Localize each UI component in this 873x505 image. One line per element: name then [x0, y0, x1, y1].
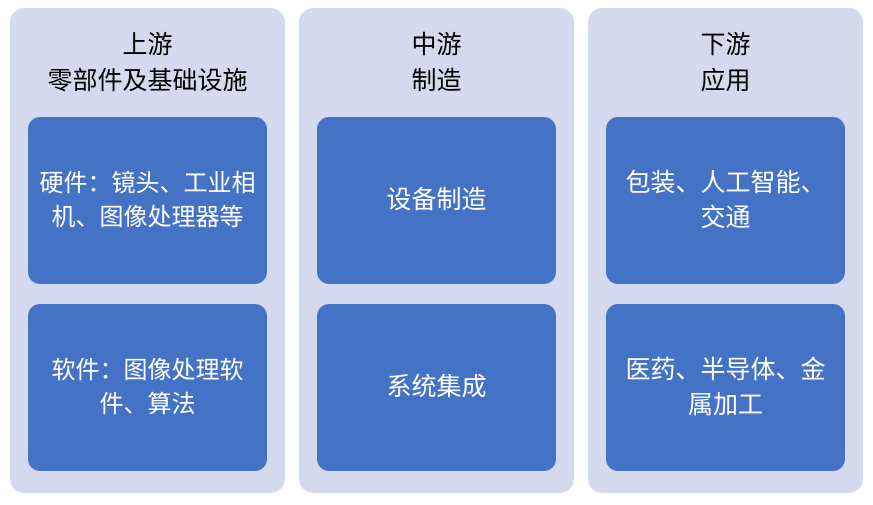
- column-midstream-nodes: 设备制造 系统集成: [317, 103, 556, 471]
- node-applications-a-label: 包装、人工智能、交通: [625, 169, 826, 232]
- column-midstream: 中游 制造 设备制造 系统集成: [299, 8, 574, 493]
- column-upstream-header-line-2: 零部件及基础设施: [47, 66, 248, 95]
- node-software[interactable]: 软件：图像处理软件、算法: [28, 304, 267, 471]
- node-equipment-manufacturing-label: 设备制造: [386, 186, 487, 215]
- column-upstream-header: 上游 零部件及基础设施: [28, 22, 267, 103]
- node-system-integration[interactable]: 系统集成: [317, 304, 556, 471]
- column-upstream: 上游 零部件及基础设施 硬件：镜头、工业相机、图像处理器等 软件：图像处理软件、…: [10, 8, 285, 493]
- column-midstream-header-line-2: 制造: [411, 66, 462, 95]
- node-applications-a[interactable]: 包装、人工智能、交通: [606, 117, 845, 284]
- node-applications-b[interactable]: 医药、半导体、金属加工: [606, 304, 845, 471]
- node-hardware[interactable]: 硬件：镜头、工业相机、图像处理器等: [28, 117, 267, 284]
- node-system-integration-label: 系统集成: [386, 373, 487, 402]
- column-downstream-header-line-1: 下游: [700, 31, 751, 59]
- node-hardware-label: 硬件：镜头、工业相机、图像处理器等: [39, 170, 256, 231]
- node-applications-b-label: 医药、半导体、金属加工: [625, 356, 826, 419]
- column-downstream-header: 下游 应用: [606, 22, 845, 103]
- column-downstream-nodes: 包装、人工智能、交通 医药、半导体、金属加工: [606, 103, 845, 471]
- column-downstream: 下游 应用 包装、人工智能、交通 医药、半导体、金属加工: [588, 8, 863, 493]
- node-software-label: 软件：图像处理软件、算法: [51, 357, 244, 418]
- column-midstream-header-line-1: 中游: [411, 31, 462, 59]
- column-midstream-header: 中游 制造: [317, 22, 556, 103]
- column-downstream-header-line-2: 应用: [700, 66, 751, 95]
- column-upstream-header-line-1: 上游: [122, 31, 173, 59]
- node-equipment-manufacturing[interactable]: 设备制造: [317, 117, 556, 284]
- column-upstream-nodes: 硬件：镜头、工业相机、图像处理器等 软件：图像处理软件、算法: [28, 103, 267, 471]
